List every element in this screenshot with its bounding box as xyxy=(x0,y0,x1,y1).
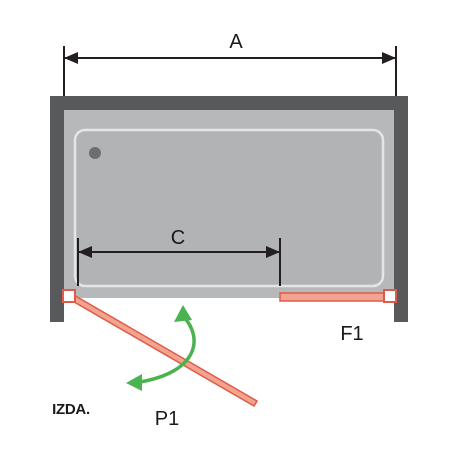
fixed-glass-panel xyxy=(279,292,385,302)
wall-right xyxy=(394,96,408,322)
wall-left xyxy=(50,96,64,322)
dimension-c xyxy=(77,238,281,286)
hinge-square-icon xyxy=(383,289,397,303)
curved-double-arrow-icon xyxy=(126,305,196,391)
arrowhead-left xyxy=(78,246,92,258)
dimension-a-label: A xyxy=(229,31,243,53)
side-label: IZDA. xyxy=(52,401,90,418)
fixed-panel-label: F1 xyxy=(340,323,363,345)
door-glass-panel xyxy=(67,292,259,408)
arrowhead-right xyxy=(266,246,280,258)
hinge-square-icon xyxy=(62,289,76,303)
shower-tray-inner xyxy=(73,128,385,288)
arrowhead-left xyxy=(64,52,78,64)
drain-dot-icon xyxy=(89,147,101,159)
dimension-c-label: C xyxy=(171,227,185,249)
arrowhead-right xyxy=(382,52,396,64)
door-panel-label: P1 xyxy=(155,408,179,430)
wall-back xyxy=(50,96,408,110)
dimension-a xyxy=(63,46,397,96)
wall-frame xyxy=(50,96,408,322)
